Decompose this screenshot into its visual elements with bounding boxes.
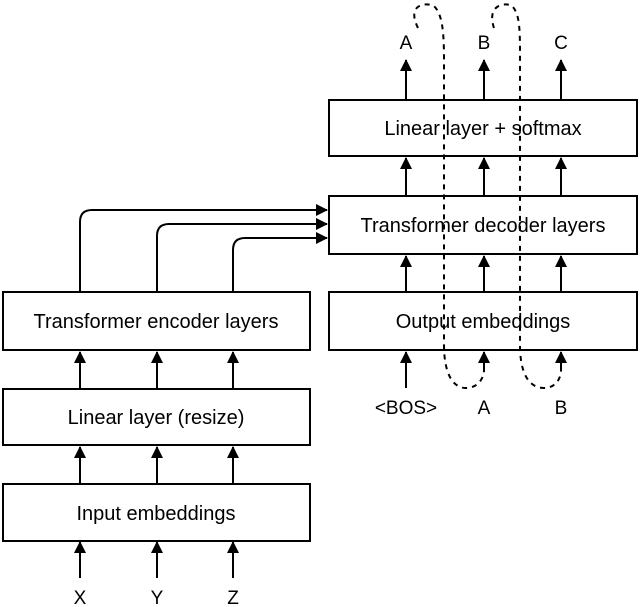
feedback-loop-a	[413, 3, 485, 390]
cross-connection-1	[79, 204, 328, 291]
linear-resize-label: Linear layer (resize)	[68, 407, 245, 429]
cross-connection-2	[156, 218, 328, 291]
encoder-layers-label: Transformer encoder layers	[34, 311, 279, 333]
feedback-loop-b	[491, 3, 562, 390]
output-embeddings-box: Output embeddings	[328, 291, 638, 351]
encoder-layers-box: Transformer encoder layers	[2, 291, 311, 351]
decoder-input-a: A	[478, 398, 491, 419]
encoder-input-y: Y	[151, 588, 164, 607]
linear-softmax-label: Linear layer + softmax	[384, 118, 581, 140]
output-embeddings-label: Output embeddings	[396, 311, 571, 333]
decoder-input-b: B	[555, 398, 568, 419]
input-embeddings-label: Input embeddings	[76, 503, 235, 525]
decoder-output-b: B	[478, 33, 491, 54]
decoder-layers-box: Transformer decoder layers	[328, 195, 638, 255]
encoder-input-x: X	[74, 588, 87, 607]
encoder-input-z: Z	[227, 588, 239, 607]
decoder-input-bos: <BOS>	[375, 398, 437, 419]
decoder-layers-label: Transformer decoder layers	[361, 215, 606, 237]
decoder-output-c: C	[554, 33, 568, 54]
decoder-output-a: A	[400, 33, 413, 54]
cross-connection-3	[232, 232, 328, 291]
linear-softmax-box: Linear layer + softmax	[328, 99, 638, 157]
input-embeddings-box: Input embeddings	[2, 483, 311, 542]
linear-resize-box: Linear layer (resize)	[2, 388, 311, 446]
